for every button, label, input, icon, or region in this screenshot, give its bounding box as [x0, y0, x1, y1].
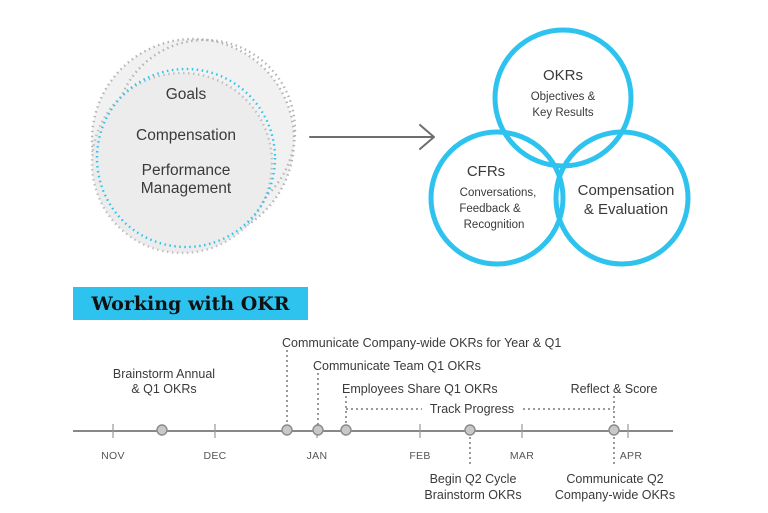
- event-begin-q2-1: Begin Q2 Cycle: [430, 472, 517, 486]
- event-track-progress: Track Progress: [430, 402, 514, 416]
- month-nov: NOV: [101, 450, 125, 462]
- month-mar: MAR: [510, 450, 534, 462]
- marker-reflect-score: [608, 424, 620, 436]
- event-employees-share: Employees Share Q1 OKRs: [342, 382, 498, 396]
- cfrs-line-2: Feedback &: [459, 203, 521, 215]
- marker-communicate-team: [312, 424, 324, 436]
- right-arrow-icon: [309, 124, 435, 150]
- timeline: NOV DEC JAN FEB MAR APR Brainstorm Annua: [73, 336, 675, 502]
- marker-begin-q2: [464, 424, 476, 436]
- venn-group: OKRs Objectives & Key Results CFRs Conve…: [428, 27, 691, 267]
- event-communicate-q2-2: Company-wide OKRs: [555, 488, 675, 502]
- event-reflect-score: Reflect & Score: [571, 382, 658, 396]
- left-circle-group: Goals Compensation Performance Managemen…: [90, 37, 297, 255]
- label-compensation: Compensation: [136, 127, 236, 144]
- label-performance: Performance: [142, 162, 231, 179]
- cfrs-line-3: Recognition: [464, 219, 525, 231]
- event-brainstorm-annual-2: & Q1 OKRs: [131, 382, 196, 396]
- dotted-circle-blue: [95, 67, 277, 249]
- banner-title: Working with OKR: [91, 292, 290, 315]
- cfrs-title: CFRs: [467, 163, 505, 180]
- comp-line-1: Compensation: [578, 182, 675, 199]
- okrs-line-2: Key Results: [532, 107, 594, 119]
- month-dec: DEC: [203, 450, 226, 462]
- event-begin-q2-2: Brainstorm OKRs: [424, 488, 521, 502]
- cfrs-line-1: Conversations,: [460, 187, 537, 199]
- okrs-title: OKRs: [543, 67, 583, 84]
- marker-brainstorm-annual: [156, 424, 168, 436]
- event-communicate-q2-1: Communicate Q2: [566, 472, 663, 486]
- marker-communicate-company: [281, 424, 293, 436]
- label-goals: Goals: [166, 86, 207, 103]
- month-jan: JAN: [307, 450, 328, 462]
- label-management: Management: [141, 180, 232, 197]
- section-banner: Working with OKR: [73, 287, 308, 320]
- month-apr: APR: [620, 450, 643, 462]
- venn-circle-comp: [553, 129, 691, 267]
- okrs-line-1: Objectives &: [531, 91, 596, 103]
- marker-employees-share: [340, 424, 352, 436]
- comp-line-2: & Evaluation: [584, 201, 668, 218]
- event-brainstorm-annual-1: Brainstorm Annual: [113, 367, 215, 381]
- event-communicate-company: Communicate Company-wide OKRs for Year &…: [282, 336, 561, 350]
- venn-circle-cfrs: [428, 129, 566, 267]
- month-feb: FEB: [409, 450, 430, 462]
- event-communicate-team: Communicate Team Q1 OKRs: [313, 359, 481, 373]
- dotted-circle-inner: [90, 71, 274, 255]
